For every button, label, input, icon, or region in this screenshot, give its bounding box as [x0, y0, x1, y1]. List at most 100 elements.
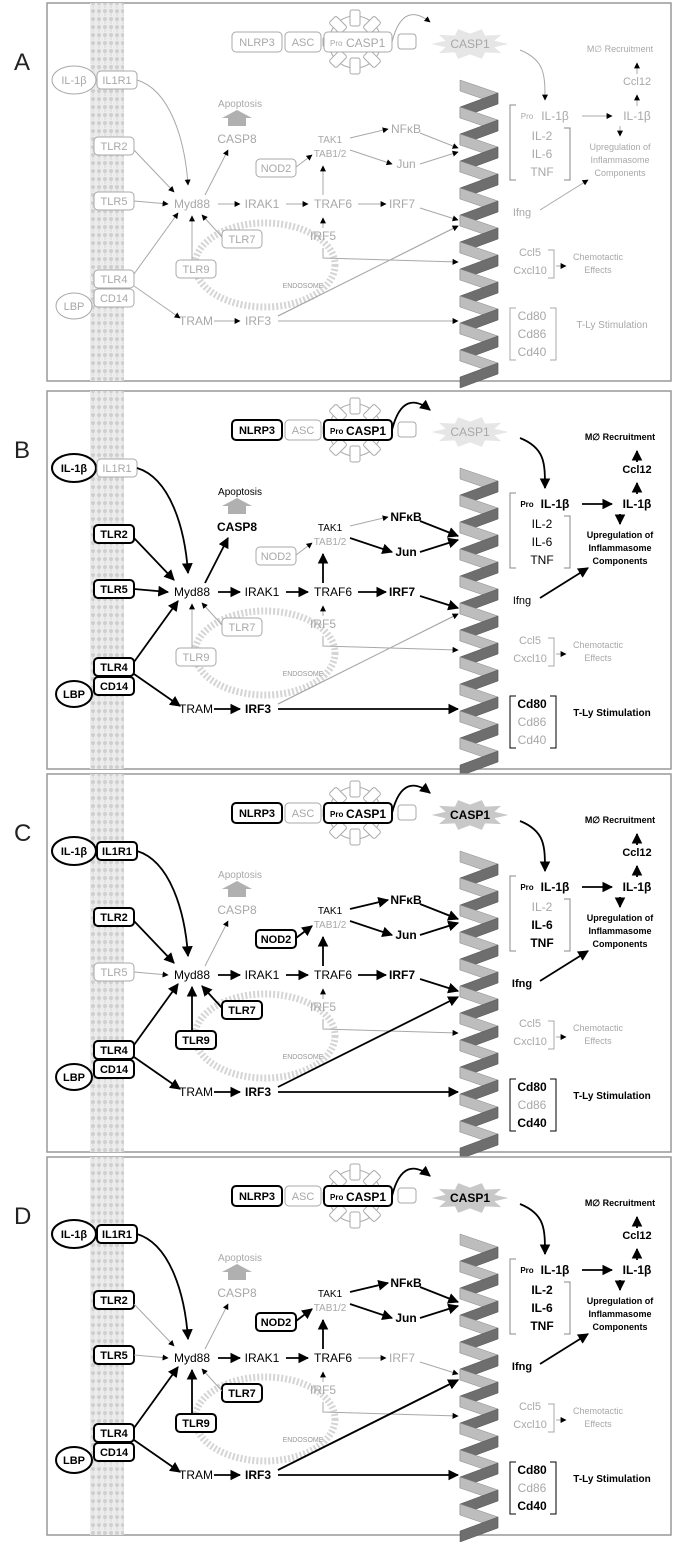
- arrow-nod-tak: [295, 925, 313, 939]
- arrow-tlr7-myd: [201, 602, 223, 626]
- label-tab12: TAB1/2: [314, 920, 347, 931]
- arrow-nod-tak: [295, 542, 313, 556]
- il1r1-node: IL1R1: [96, 458, 138, 478]
- tlr5-node: TLR5: [93, 962, 135, 982]
- casp1-node: [431, 29, 509, 59]
- arrow-myd-casp8: [204, 537, 229, 584]
- asc-node: ASC: [284, 31, 322, 53]
- label-endosome: ENDOSOME: [283, 1054, 324, 1061]
- label-tlr7: TLR7: [229, 234, 256, 246]
- label-procasp1: CASP1: [346, 36, 386, 50]
- arrow-ifng-up: [539, 567, 589, 599]
- label-upreg3: Components: [593, 556, 648, 566]
- dna-helix: [459, 79, 499, 389]
- label-irak1: IRAK1: [245, 968, 280, 982]
- label-tnf: TNF: [530, 936, 553, 950]
- dna-helix: [459, 850, 499, 1160]
- label-il1b-ligand: IL-1β: [61, 846, 88, 858]
- label-cd14: CD14: [100, 681, 129, 693]
- label-ccl12: Ccl12: [622, 1230, 651, 1242]
- dna-helix: [459, 1233, 499, 1542]
- label-irak1: IRAK1: [245, 197, 280, 211]
- apoptosis-arrow: [222, 1264, 252, 1280]
- label-il2: IL-2: [532, 900, 553, 914]
- label-upreg2: Inflammasome: [588, 926, 651, 936]
- label-chemo1: Chemotactic: [573, 1023, 624, 1033]
- arrow-nod-tak: [295, 1308, 313, 1322]
- label-ccl5: Ccl5: [519, 247, 541, 259]
- gene-outputs: [509, 492, 571, 749]
- label-upreg2: Inflammasome: [590, 155, 649, 165]
- label-il1r1: IL1R1: [102, 1229, 132, 1241]
- arrow-tlr4-tram: [133, 673, 181, 707]
- arrow-irf7-dna: [419, 978, 460, 994]
- arrow-ifng-dna: [277, 996, 459, 1088]
- label-tly: T-Ly Stimulation: [573, 1091, 650, 1102]
- label-irak1: IRAK1: [245, 585, 280, 599]
- arrow-tlr7-myd: [201, 214, 223, 238]
- lbp-ligand: LBP: [55, 680, 93, 708]
- arrow-tak-nfkb: [349, 1279, 390, 1293]
- tlr4-node: TLR4: [93, 1040, 135, 1060]
- label-procasp1-pre: Pro: [330, 427, 343, 436]
- label-il2: IL-2: [532, 517, 553, 531]
- label-irf7: IRF7: [389, 968, 415, 982]
- label-endosome: ENDOSOME: [283, 1437, 324, 1444]
- label-tab12: TAB1/2: [314, 149, 347, 160]
- label-irf5: IRF5: [310, 1000, 336, 1014]
- arrow-casp1-down: [519, 49, 548, 101]
- arrow-tlr4-tram: [133, 1056, 181, 1090]
- label-tnf: TNF: [530, 1319, 553, 1333]
- label-cd40: Cd40: [518, 345, 547, 359]
- label-jun: Jun: [395, 545, 416, 559]
- arrow-il1b-myd: [136, 850, 193, 958]
- label-ifng: Ifng: [512, 978, 532, 990]
- arrow-irf7-dna: [419, 207, 459, 222]
- panel-frame: [46, 1156, 672, 1536]
- nlrp3-node: NLRP3: [231, 31, 283, 53]
- label-cd86: Cd86: [518, 327, 547, 341]
- label-tak1: TAK1: [318, 523, 343, 534]
- label-pro-il1b-pre: Pro: [520, 883, 533, 892]
- label-irf5: IRF5: [310, 1383, 336, 1397]
- cd14-node: CD14: [93, 288, 135, 308]
- label-irak1: IRAK1: [245, 1351, 280, 1365]
- label-il6: IL-6: [532, 147, 553, 161]
- cd14-node: CD14: [93, 1059, 135, 1079]
- label-il1r1: IL1R1: [102, 75, 131, 87]
- il1b-ligand-ligand: IL-1β: [51, 453, 97, 483]
- label-irf3: IRF3: [245, 1085, 271, 1099]
- label-jun: Jun: [396, 157, 415, 171]
- label-chemo2: Effects: [584, 653, 612, 663]
- label-ifng: Ifng: [513, 207, 531, 219]
- il1b-ligand-ligand: IL-1β: [51, 836, 97, 866]
- label-traf6: TRAF6: [314, 968, 352, 982]
- arrow-nfkb-dna: [419, 1286, 460, 1304]
- endosome-membrane: [191, 219, 339, 311]
- tlr9-node: TLR9: [175, 1413, 217, 1433]
- arrow-tlr7-myd: [201, 1368, 223, 1392]
- label-cd14: CD14: [100, 1447, 129, 1459]
- label-tlr7: TLR7: [229, 622, 256, 634]
- tlr4-node: TLR4: [93, 1423, 135, 1443]
- label-irf7: IRF7: [389, 585, 415, 599]
- label-ccl5: Ccl5: [519, 1401, 541, 1413]
- label-casp8: CASP8: [217, 132, 257, 146]
- label-irf7: IRF7: [389, 197, 415, 211]
- label-tlr2: TLR2: [100, 1295, 128, 1307]
- label-il1r1: IL1R1: [102, 846, 132, 858]
- label-casp8: CASP8: [217, 903, 257, 917]
- label-nod2: NOD2: [261, 551, 292, 563]
- arrow-irf7-dna: [419, 595, 460, 611]
- label-irf5: IRF5: [310, 617, 336, 631]
- arrow-irf5-dna: [322, 1402, 459, 1419]
- label-traf6: TRAF6: [314, 1351, 352, 1365]
- label-lbp: LBP: [63, 689, 85, 701]
- label-tnf: TNF: [530, 553, 553, 567]
- label-cxcl10: Cxcl10: [513, 265, 547, 277]
- label-upreg3: Components: [593, 1322, 648, 1332]
- label-tram: TRAM: [179, 314, 213, 328]
- arrow-tak-jun: [349, 920, 394, 938]
